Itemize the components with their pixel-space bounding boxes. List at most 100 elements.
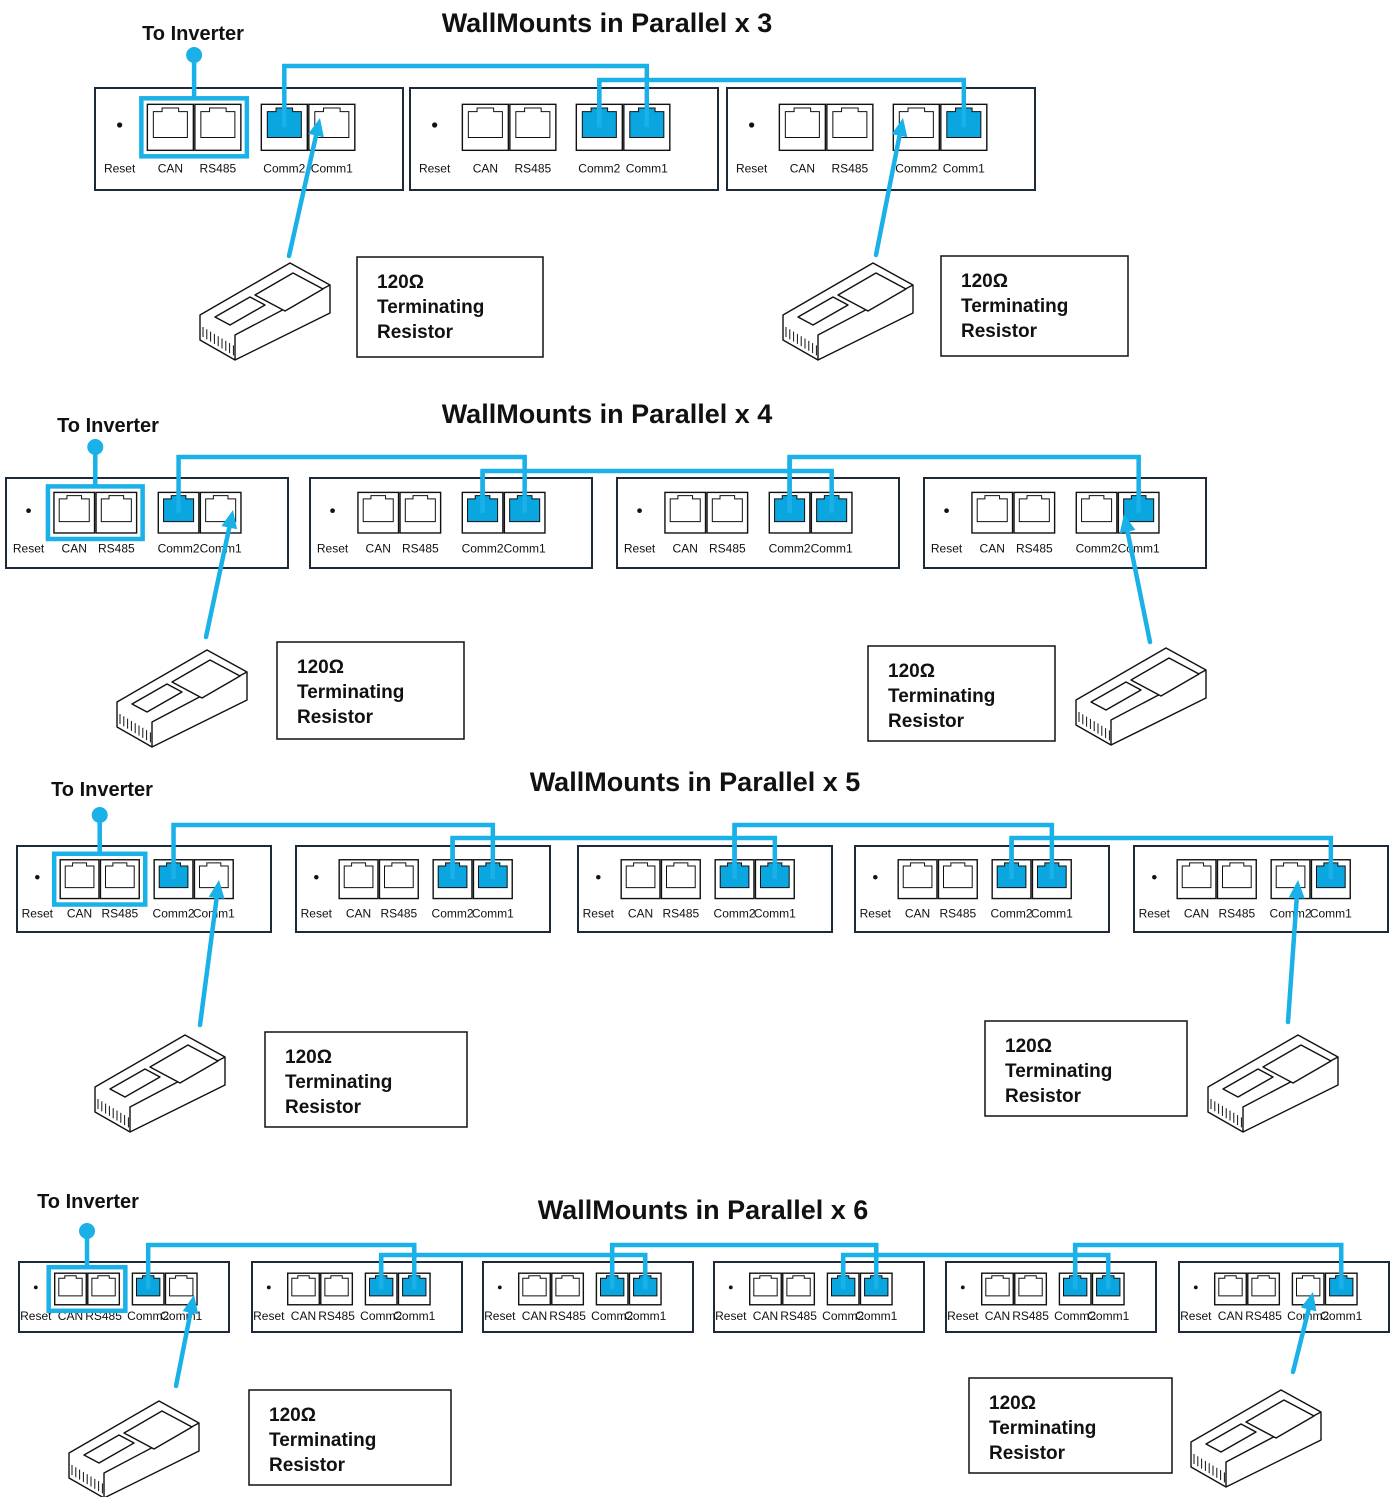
port-label-can: CAN xyxy=(905,906,930,920)
plug-body xyxy=(199,262,331,361)
rj45-terminator-plug-icon xyxy=(1075,647,1207,746)
reset-label: Reset xyxy=(1180,1309,1212,1323)
wallmount-panel-frame xyxy=(309,477,593,569)
resistor-label-text: 120Ω xyxy=(888,661,935,682)
rj45-terminator-plug-icon xyxy=(1190,1389,1322,1488)
port-label-rs485: RS485 xyxy=(1012,1309,1049,1323)
port-label-comm2: Comm2 xyxy=(822,1309,864,1323)
reset-label: Reset xyxy=(22,906,54,920)
reset-label: Reset xyxy=(301,906,333,920)
rj45-port-icon xyxy=(1014,1272,1048,1306)
plug-clip xyxy=(1222,1068,1274,1098)
resistor-label-text: Resistor xyxy=(377,322,454,343)
reset-button xyxy=(728,1285,733,1290)
resistor-label-text: 120Ω xyxy=(961,271,1008,292)
resistor-label-text: 120Ω xyxy=(1005,1036,1052,1057)
port-socket xyxy=(832,107,868,138)
plug-clip xyxy=(83,1434,135,1464)
terminator-arrow-head xyxy=(182,1295,199,1315)
wallmount-panel-frame xyxy=(726,87,1036,191)
port-socket xyxy=(100,495,132,523)
wallmount-panel-frame xyxy=(923,477,1207,569)
port-socket xyxy=(1222,862,1252,889)
terminator-arrow-head xyxy=(221,510,238,530)
terminator-arrow-head xyxy=(1119,514,1136,534)
reset-label: Reset xyxy=(624,542,656,556)
reset-button xyxy=(117,122,123,128)
rj45-port-icon xyxy=(1075,491,1118,534)
port-label-can: CAN xyxy=(673,542,698,556)
reset-label: Reset xyxy=(419,162,451,176)
rj45-port-icon xyxy=(1213,1272,1247,1306)
port-socket xyxy=(985,1275,1010,1297)
port-socket xyxy=(784,107,820,138)
rj45-port-icon xyxy=(897,859,938,900)
reset-button xyxy=(266,1285,271,1290)
port-socket xyxy=(404,495,436,523)
port-socket xyxy=(152,107,188,138)
port-socket xyxy=(169,1275,194,1297)
rj45-port-icon xyxy=(357,491,400,534)
port-label-rs485: RS485 xyxy=(832,162,869,176)
reset-label: Reset xyxy=(736,162,768,176)
plug-body xyxy=(116,649,248,748)
rj45-terminator-plug-icon xyxy=(199,262,331,361)
rj45-port-icon xyxy=(1216,859,1257,900)
port-label-comm2: Comm2 xyxy=(158,542,200,556)
plug-latch xyxy=(254,272,324,312)
reset-label: Reset xyxy=(715,1309,747,1323)
plug-latch xyxy=(1130,657,1200,697)
terminator-arrow-line xyxy=(197,895,219,1028)
inverter-cable-dot xyxy=(91,807,108,823)
port-label-rs485: RS485 xyxy=(318,1309,355,1323)
reset-label: Reset xyxy=(104,162,136,176)
port-label-rs485: RS485 xyxy=(663,906,700,920)
terminator-arrow-line xyxy=(1290,1307,1311,1375)
reset-label: Reset xyxy=(484,1309,516,1323)
plug-latch xyxy=(123,1410,193,1450)
resistor-label-text: 120Ω xyxy=(989,1393,1036,1414)
port-socket xyxy=(105,862,135,889)
resistor-label-text: Terminating xyxy=(377,297,484,318)
port-label-comm2: Comm2 xyxy=(263,162,305,176)
section-title: WallMounts in Parallel x 5 xyxy=(530,767,861,797)
rj45-port-icon xyxy=(95,491,138,534)
reset-button xyxy=(26,508,31,514)
reset-label: Reset xyxy=(317,542,349,556)
rj45-port-icon xyxy=(749,1272,782,1306)
port-socket xyxy=(555,1275,580,1297)
rj45-port-icon xyxy=(714,859,755,900)
port-label-comm1: Comm1 xyxy=(504,542,546,556)
resistor-label-text: Resistor xyxy=(269,1455,346,1476)
port-socket xyxy=(898,107,934,138)
reset-label: Reset xyxy=(931,542,963,556)
reset-button xyxy=(33,1285,38,1290)
port-label-rs485: RS485 xyxy=(940,906,977,920)
port-socket xyxy=(324,1275,349,1297)
reset-label: Reset xyxy=(860,906,892,920)
port-label-can: CAN xyxy=(753,1309,778,1323)
rj45-terminator-plug-icon xyxy=(68,1400,200,1497)
resistor-label-text: Terminating xyxy=(297,682,404,703)
rj45-port-icon xyxy=(620,859,661,900)
plug-clip xyxy=(797,296,849,326)
rj45-port-icon xyxy=(399,491,442,534)
rj45-port-icon xyxy=(378,859,419,900)
port-label-comm1: Comm1 xyxy=(624,1309,666,1323)
port-label-rs485: RS485 xyxy=(515,162,552,176)
resistor-label-text: 120Ω xyxy=(269,1405,316,1426)
port-label-rs485: RS485 xyxy=(1016,542,1053,556)
plug-body xyxy=(1207,1034,1339,1133)
reset-button xyxy=(1193,1285,1198,1290)
reset-button xyxy=(944,508,949,514)
port-socket xyxy=(902,862,933,889)
reset-button xyxy=(497,1285,502,1290)
